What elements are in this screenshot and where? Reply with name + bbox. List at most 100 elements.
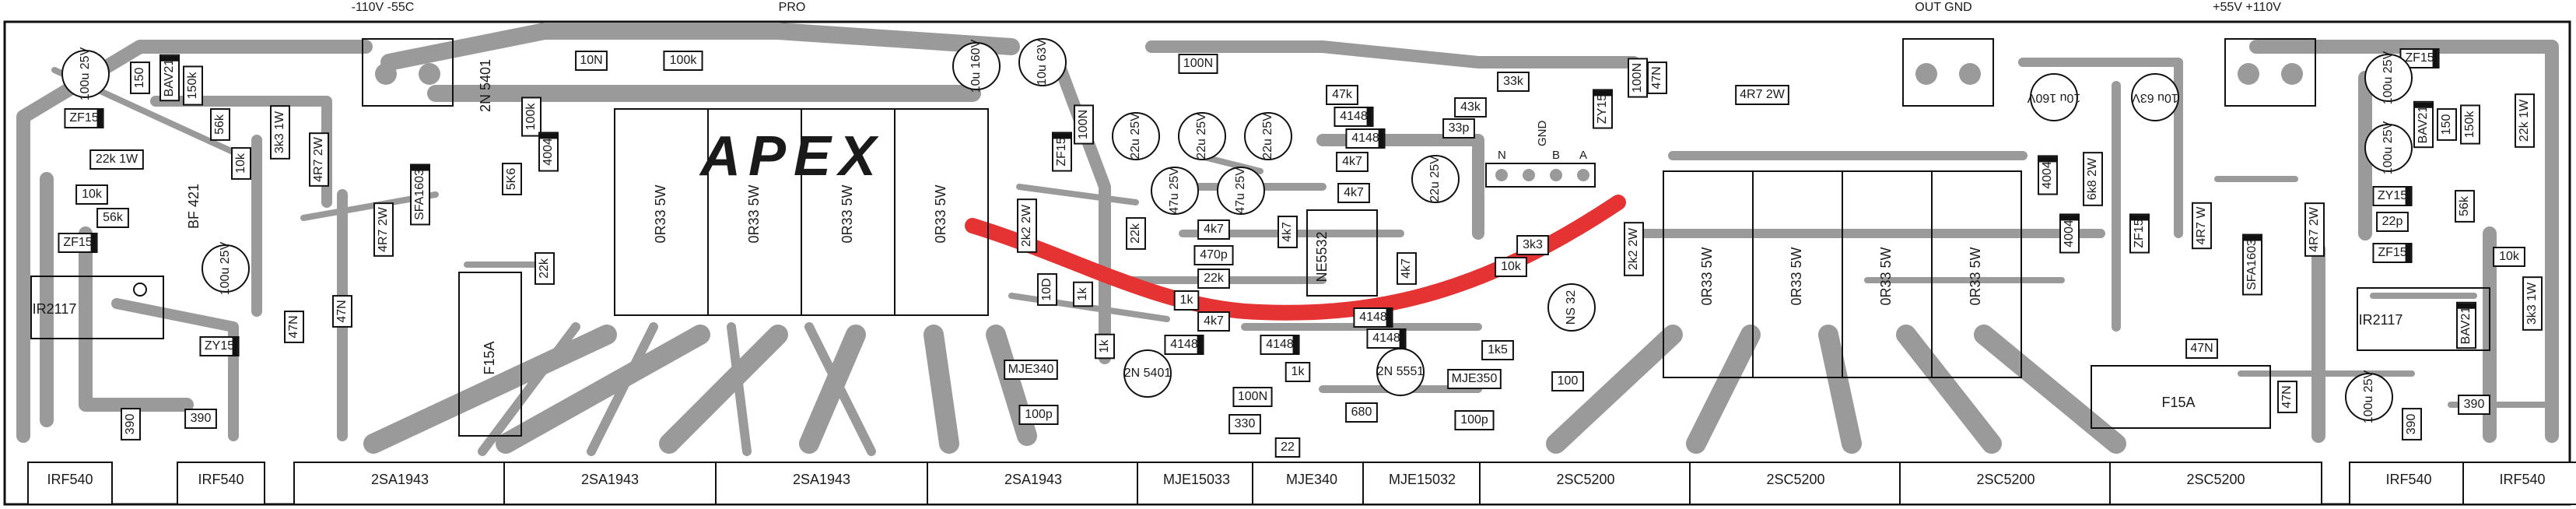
component-label: MJE350 [1452,372,1498,385]
transistor-q12: 2SC5200 [1899,462,2112,505]
component-label: 150 [133,68,146,89]
transistor-label: 2SA1943 [1004,472,1062,487]
component-label: ZF15 [69,111,98,125]
component-label: 10u 160V [2027,91,2080,104]
component-r-0r33-5w-4: 0R33 5W [933,184,948,243]
component-label: 43k [1460,100,1481,114]
component-c-100n-1: 100N [1074,104,1094,145]
label-negative-rails: -110V -55C [352,1,415,14]
component-label: 330 [1235,417,1256,430]
component-label: 10N [580,54,602,67]
apex-logo: APEX [699,125,884,188]
component-r-47k: 47k [1326,85,1358,105]
component-r-56k-r: 56k [2455,190,2475,223]
component-zd-zy15-r2: ZY15 [2372,186,2413,206]
component-q-mje350: MJE350 [1447,369,1502,389]
header-pin-n: N [1498,149,1506,162]
component-cap-47u-25v-1: 47u 25V [1151,167,1199,215]
component-label: BAV21 [2417,106,2430,144]
component-r-4r7-2w-top: 4R7 2W [1735,85,1789,105]
component-label: 680 [1351,405,1372,419]
component-label: 100u 25V [2381,51,2395,104]
component-d-4004-r1: 4004 [2038,155,2058,195]
component-label: 100u 25V [2381,121,2395,174]
component-label: 22k [1129,223,1142,244]
component-cap-22u-25v-4: 22u 25V [1411,155,1460,203]
component-label: 4R7 2W [312,136,325,182]
component-ic-ir2117-l: IR2117 [33,301,77,317]
component-label: 150k [2463,111,2476,139]
component-zd-zy15-l: ZY15 [199,336,240,356]
component-r-56k-l2: 56k [96,208,129,228]
component-d-ns32: NS 32 [1547,283,1596,332]
component-label: 100u 25V [2362,370,2375,423]
transistor-q2: IRF540 [177,462,265,505]
component-r-10k-r: 10k [2493,247,2525,267]
component-label: 4k7 [1281,222,1294,242]
component-label: 10k [2499,250,2520,263]
transistor-label: 2SA1943 [793,472,850,487]
component-label: 33k [1503,75,1524,88]
component-label: NE5532 [1314,231,1330,282]
component-r-4k7-5: 4k7 [1397,252,1417,285]
component-cap-10u-160v: 10u 160V [952,39,1001,93]
component-label: 1k [1292,365,1306,378]
component-q-mje340-1: MJE340 [1004,360,1058,380]
component-cap-100u-25v-l2: 100u 25V [202,241,250,295]
component-r-22k-mid: 22k [534,252,555,285]
component-r-10k-m: 10k [1495,257,1527,277]
component-c-470p: 470p [1193,245,1234,265]
component-label: 4R7 2W [377,206,390,252]
component-r-150-tl: 150 [130,61,150,94]
component-label: 22 [1281,441,1295,454]
component-cap-100u-25v-br: 100u 25V [2345,370,2393,423]
component-label: 6k8 2W [2086,157,2099,200]
transistor-label: IRF540 [2499,472,2545,487]
component-r-1k5: 1k5 [1481,340,1514,360]
component-label: 100N [1631,63,1644,93]
component-label: 100p [1460,413,1488,427]
header-pin-b: B [1552,149,1560,162]
component-label: 0R33 5W [1789,247,1804,305]
component-cap-10u-160v-r: 10u 160V [2027,73,2080,121]
component-label: 22u 25V [1195,113,1208,160]
component-r-330: 330 [1228,414,1261,434]
transistor-label: 2SA1943 [371,472,429,487]
component-r-6k8-2w: 6k8 2W [2083,152,2103,206]
component-label: 2N 5551 [1377,365,1425,378]
component-cap-100u-25v-tl: 100u 25V [61,47,110,100]
component-label: BAV21 [2459,307,2473,345]
component-label: 4004 [2063,219,2076,247]
component-c-47n-r2: 47N [2185,339,2218,359]
component-label: 2k2 2W [1020,204,1033,247]
component-label: 4k7 [1344,186,1364,199]
component-label: 22p [2382,215,2403,228]
component-label: 4148 [1266,338,1294,351]
component-r-0r33-5w-7: 0R33 5W [1878,247,1894,305]
component-label: 2N 5401 [478,59,493,112]
component-label: 100N [1077,110,1090,139]
component-label: 10D [1040,278,1053,300]
component-label: 390 [2405,414,2418,435]
component-label: 4004 [2041,161,2054,189]
component-r-4k7-4: 4k7 [1277,216,1298,248]
component-label: 3k3 1W [2525,282,2539,325]
component-zd-zf15-tr: ZF15 [2399,48,2440,68]
component-label: 1k [1180,293,1194,307]
component-d-bav21-r2: BAV21 [2456,301,2476,349]
component-label: 33p [1449,121,1470,135]
component-d-4148-4: 4148 [1260,335,1300,355]
transistor-q3: 2SA1943 [293,462,506,505]
component-label: 150 [2440,114,2453,135]
component-label: 56k [213,114,226,135]
terminal-output [1902,38,1994,107]
component-c-47n-r3: 47N [2277,381,2297,413]
transistor-label: 2SC5200 [1766,472,1824,487]
component-cap-22u-25v-1: 22u 25V [1112,112,1160,160]
component-label: 4148 [1170,338,1198,351]
component-c-47n-r1: 47N [1647,61,1667,94]
component-label: 0R33 5W [1968,247,1983,305]
component-label: BF 421 [186,184,202,229]
component-label: 100k [670,54,698,67]
component-d-4148-5: 4148 [1353,307,1393,328]
